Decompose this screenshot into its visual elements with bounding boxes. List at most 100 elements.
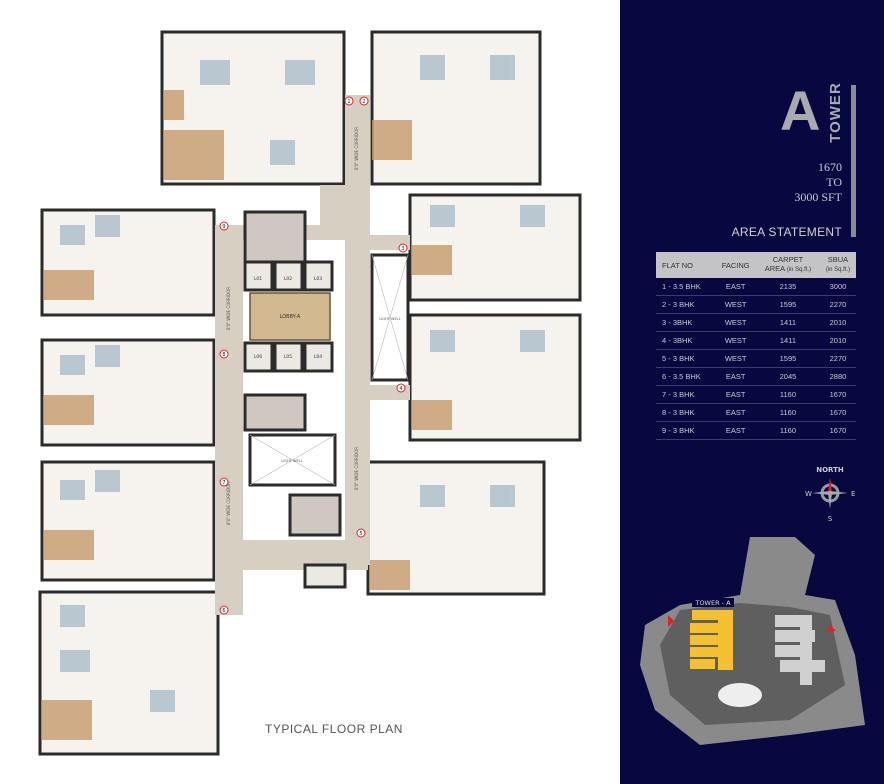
- flat-marker-9: 9: [219, 221, 229, 231]
- tower-a-label: TOWER - A: [694, 599, 731, 607]
- carpet-area-cell: 1160: [755, 385, 820, 404]
- sbua-cell: 2270: [819, 349, 856, 368]
- flat-no-cell: 9 - 3 BHK: [656, 421, 716, 440]
- carpet-area-cell: 1595: [755, 349, 820, 368]
- flat-marker-4: 4: [396, 383, 406, 393]
- compass-north: NORTH: [816, 466, 844, 474]
- svg-text:1: 1: [347, 99, 350, 105]
- carpet-area-cell: 1160: [755, 421, 820, 440]
- carpet-area-cell: 1595: [755, 295, 820, 314]
- carpet-area-cell: 1160: [755, 403, 820, 422]
- lift-l01: [243, 260, 274, 292]
- lift-label: L02: [284, 276, 292, 282]
- flat-no-cell: 6 - 3.5 BHK: [656, 367, 716, 386]
- flat-marker-2: 2: [359, 96, 369, 106]
- staircase: [243, 210, 307, 264]
- facing-cell: WEST: [715, 313, 756, 332]
- flat-no-cell: 7 - 3 BHK: [656, 385, 716, 404]
- light-well-label: LIGHT WELL: [379, 317, 400, 321]
- corridor-label: 8'0" WIDE CORRIDOR: [354, 127, 359, 170]
- floor-plan-title: TYPICAL FLOOR PLAN: [265, 722, 403, 736]
- facing-cell: WEST: [715, 349, 756, 368]
- lift-label: L05: [284, 354, 292, 360]
- corridor-label: 8'0" WIDE CORRIDOR: [226, 482, 231, 525]
- lift-label: L01: [254, 276, 262, 282]
- tower-a-highlight: [690, 610, 733, 670]
- facing-cell: WEST: [715, 331, 756, 350]
- flat-no-cell: 4 - 3BHK: [656, 331, 716, 350]
- flat-marker-5: 5: [356, 528, 366, 538]
- staircase: [243, 393, 307, 432]
- range-from: 1670: [818, 160, 842, 174]
- lift-label: L06: [254, 354, 262, 360]
- facing-cell: EAST: [715, 385, 756, 404]
- compass: NORTH W E S: [805, 466, 855, 523]
- sbua-cell: 2270: [819, 295, 856, 314]
- sbua-cell: 1670: [819, 421, 856, 440]
- entry-marker: [668, 615, 674, 627]
- carpet-area-cell: 1411: [755, 313, 820, 332]
- header-flat-no: FLAT NO: [662, 260, 693, 270]
- entry-marker: [826, 625, 836, 632]
- corridor-label: 8'0" WIDE CORRIDOR: [226, 287, 231, 330]
- carpet-area-cell: 1411: [755, 331, 820, 350]
- svg-text:3: 3: [401, 246, 404, 252]
- tower-letter: A: [780, 79, 821, 142]
- svg-text:4: 4: [399, 386, 402, 392]
- lift-l03: [303, 260, 334, 292]
- sbua-cell: 2010: [819, 313, 856, 332]
- facing-cell: EAST: [715, 367, 756, 386]
- lift-l05: [273, 341, 304, 373]
- sbua-cell: 3000: [819, 278, 856, 296]
- svg-text:2: 2: [362, 99, 365, 105]
- fire-lift: [303, 563, 347, 589]
- compass-east: E: [851, 490, 855, 498]
- flat-2[interactable]: [370, 30, 542, 186]
- facing-cell: EAST: [715, 421, 756, 440]
- flat-marker-6: 6: [219, 605, 229, 615]
- svg-text:9: 9: [222, 224, 225, 230]
- flat-marker-8: 8: [219, 349, 229, 359]
- lift-label: L03: [314, 276, 322, 282]
- facing-cell: WEST: [715, 295, 756, 314]
- lift-l04: [303, 341, 334, 373]
- divider-bar: [851, 85, 856, 237]
- flat-7[interactable]: [40, 460, 216, 582]
- sbua-cell: 2880: [819, 367, 856, 386]
- site-plan: TOWER - A: [640, 537, 865, 745]
- lift-l06: [243, 341, 274, 373]
- facing-cell: EAST: [715, 403, 756, 422]
- tower-word: TOWER: [826, 82, 844, 143]
- range-to-word: TO: [826, 175, 842, 189]
- flat-no-cell: 8 - 3 BHK: [656, 403, 716, 422]
- flat-no-cell: 1 - 3.5 BHK: [656, 278, 716, 296]
- compass-west: W: [805, 490, 812, 498]
- compass-south: S: [828, 515, 833, 523]
- svg-text:8: 8: [222, 352, 225, 358]
- lobby-label: LOBBY-A: [280, 314, 301, 320]
- lift-label: L04: [314, 354, 322, 360]
- svg-text:6: 6: [222, 608, 225, 614]
- carpet-area-cell: 2045: [755, 367, 820, 386]
- corridor-label: 8'0" WIDE CORRIDOR: [354, 447, 359, 490]
- floor-plan: LOBBY-A L01 L02 L03 L04 L05 L06 LIGHT WE…: [38, 30, 582, 756]
- lift-l02: [273, 260, 304, 292]
- staircase: [288, 493, 342, 537]
- flat-no-cell: 2 - 3 BHK: [656, 295, 716, 314]
- sbua-cell: 1670: [819, 385, 856, 404]
- flat-no-cell: 5 - 3 BHK: [656, 349, 716, 368]
- flat-marker-7: 7: [219, 477, 229, 487]
- facing-cell: EAST: [715, 278, 756, 296]
- svg-text:5: 5: [359, 531, 362, 537]
